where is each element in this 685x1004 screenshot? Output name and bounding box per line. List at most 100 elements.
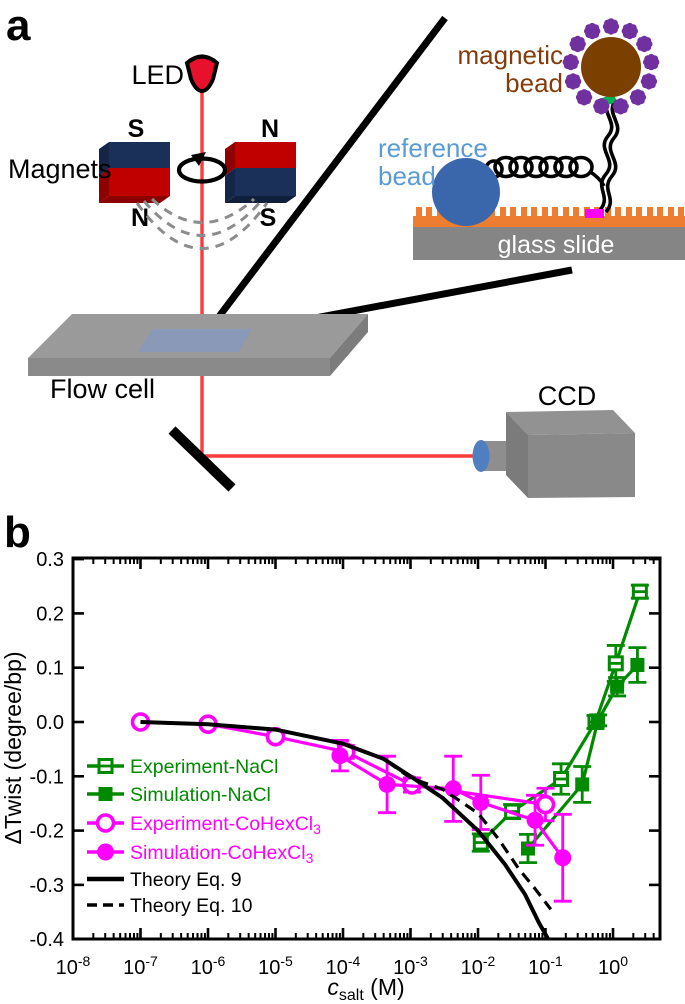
flow-cell-window (138, 329, 252, 352)
surface-tooth (668, 207, 674, 217)
streptavidin-cluster (564, 73, 582, 90)
streptavidin-dot (585, 30, 593, 38)
streptavidin-cluster (569, 35, 586, 53)
surface-tooth (521, 207, 527, 217)
legend-label: Theory Eq. 10 (130, 895, 253, 917)
series-theory-eq10 (140, 720, 553, 911)
y-tick-label: -0.1 (30, 766, 64, 788)
surface-tooth (657, 207, 663, 217)
streptavidin-dot (613, 99, 622, 107)
series-simulation-nacl (518, 646, 647, 865)
led-icon (184, 54, 220, 94)
legend-item-simulation-cohexcl3: Simulation-CoHexCl3 (87, 842, 314, 866)
magnet-right-pole-top: N (261, 115, 279, 143)
x-tick-label: 10-2 (461, 953, 496, 979)
streptavidin-dot (591, 24, 600, 32)
marker-square-filled (610, 679, 625, 694)
surface-tooth (500, 207, 506, 217)
magnetic-bead-label-line1: magnetic (458, 40, 564, 70)
assay-inset: glass slide magnetic bea (378, 18, 685, 260)
surface-tooth (510, 207, 516, 217)
legend-label: Experiment-NaCl (130, 756, 278, 778)
magnet-right-pole-bottom: S (260, 204, 277, 232)
streptavidin-cluster (593, 98, 610, 115)
streptavidin-dot (601, 106, 609, 114)
streptavidin-ring-icon (562, 18, 660, 115)
surface-tooth (626, 207, 632, 217)
streptavidin-dot (648, 81, 656, 89)
reference-bead-label-line1: reference (378, 133, 488, 163)
magnet-right-icon (225, 142, 296, 203)
streptavidin-dot (644, 43, 652, 51)
marker-circle-open (95, 813, 116, 833)
magnets-label: Magnets (8, 154, 112, 184)
surface-tooth (573, 207, 579, 217)
surface-tooth (678, 207, 684, 217)
streptavidin-dot (622, 24, 631, 32)
legend-label: Theory Eq. 9 (130, 869, 242, 891)
streptavidin-dot (629, 24, 637, 32)
streptavidin-dot (650, 55, 659, 63)
marker-square-filled (591, 713, 606, 728)
reference-bead-icon (432, 158, 500, 226)
streptavidin-cluster (636, 35, 653, 53)
streptavidin-dot (577, 43, 585, 51)
streptavidin-dot (642, 81, 650, 89)
streptavidin-dot (629, 30, 637, 38)
glass-slide-label: glass slide (498, 231, 615, 259)
y-tick-label: 0.0 (36, 712, 64, 734)
dna-tether (484, 96, 620, 216)
streptavidin-dot (583, 90, 592, 98)
surface-tooth (531, 207, 537, 217)
glass-slide (413, 226, 685, 260)
light-beam (200, 88, 474, 458)
streptavidin-dot (620, 99, 628, 107)
surface-tooth (647, 207, 653, 217)
marker-circle-filled (97, 843, 114, 861)
x-tick-label: 10-3 (393, 953, 428, 979)
streptavidin-dot (585, 24, 593, 32)
streptavidin-dot (566, 74, 574, 82)
streptavidin-dot (613, 106, 622, 114)
streptavidin-cluster (640, 73, 658, 90)
surface-attachment (585, 209, 604, 218)
streptavidin-dot (591, 30, 600, 38)
streptavidin-dot (631, 90, 639, 98)
streptavidin-dot (642, 74, 650, 82)
y-tick-label: 0.3 (36, 549, 64, 571)
mirror-icon (168, 426, 236, 492)
streptavidin-dot (637, 43, 645, 51)
y-tick-label: 0.2 (36, 603, 64, 625)
ccd-label: CCD (538, 381, 597, 411)
surface-strip (413, 216, 685, 227)
streptavidin-cluster (629, 89, 647, 106)
ccd-camera-icon (472, 410, 635, 498)
chart-plot-area (130, 583, 649, 939)
legend-item-theory-eq9: Theory Eq. 9 (87, 869, 242, 891)
streptavidin-dot (644, 61, 652, 69)
streptavidin-dot (570, 37, 579, 45)
streptavidin-dot (572, 74, 581, 82)
streptavidin-dot (610, 26, 618, 34)
surface-tooth (542, 207, 548, 217)
x-tick-label: 10-8 (56, 953, 91, 979)
streptavidin-dot (610, 19, 618, 27)
legend-label: Experiment-CoHexCl3 (130, 813, 321, 837)
surface-tooth (615, 207, 621, 217)
panel-a-label: a (6, 1, 31, 50)
flow-cell (28, 314, 368, 376)
x-tick-label: 100 (598, 953, 628, 979)
streptavidin-dot (563, 61, 572, 69)
streptavidin-cluster (612, 98, 629, 115)
plot-frame (71, 556, 662, 941)
streptavidin-dot (566, 81, 574, 89)
field-lines (135, 197, 269, 250)
axis-ticks (71, 557, 660, 941)
series-line (140, 720, 551, 939)
magnet-left-pole-top: S (128, 115, 145, 143)
surface-tooth (563, 207, 569, 217)
streptavidin-dot (577, 90, 585, 98)
legend-label: Simulation-NaCl (130, 784, 271, 806)
